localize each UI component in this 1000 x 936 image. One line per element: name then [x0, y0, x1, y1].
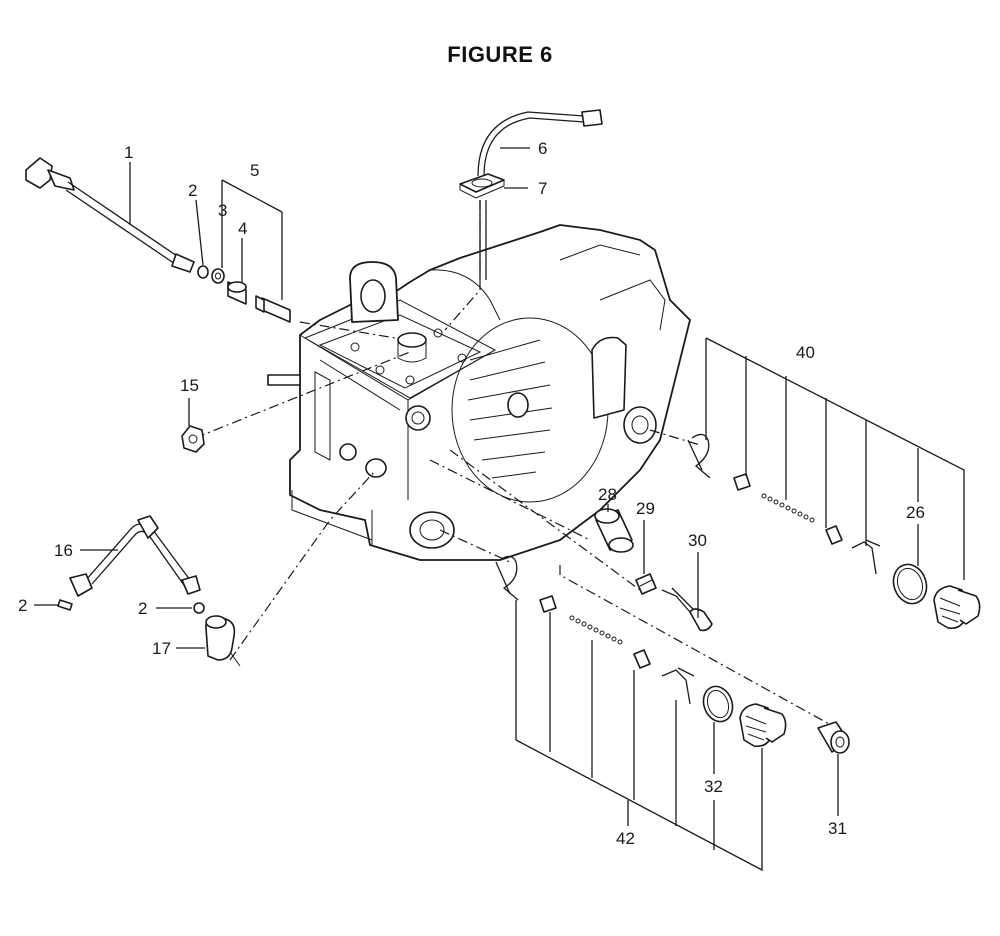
part-42-adjuster-group — [495, 555, 695, 705]
callout-15: 15 — [180, 376, 199, 395]
part-1-pickup-hose — [25, 157, 195, 273]
part-28-sleeve — [594, 508, 634, 553]
part-16-oil-line — [69, 515, 201, 597]
leader-lines — [34, 147, 965, 872]
part-40-plug — [933, 585, 981, 630]
callout-31: 31 — [828, 819, 847, 838]
part-3-washer — [211, 268, 225, 284]
part-26-o-ring — [892, 563, 928, 605]
part-6-fuel-line — [477, 109, 603, 280]
callout-30: 30 — [688, 531, 707, 550]
callout-3: 3 — [218, 201, 227, 220]
part-2-seal-left — [57, 599, 73, 611]
part-32-o-ring — [702, 685, 734, 723]
callout-5: 5 — [250, 161, 259, 180]
callout-17: 17 — [152, 639, 171, 658]
callout-4: 4 — [238, 219, 247, 238]
crankcase-body — [267, 224, 691, 561]
callout-1: 1 — [124, 143, 133, 162]
part-2-washer — [197, 265, 209, 279]
balls-lower — [569, 615, 623, 645]
callout-26: 26 — [906, 503, 925, 522]
part-15-nut — [181, 425, 205, 453]
callout-2-top: 2 — [188, 181, 197, 200]
callout-labels: 1 2 3 4 5 6 7 15 16 2 2 17 28 29 30 40 2… — [18, 139, 925, 848]
part-31-fitting — [817, 721, 850, 754]
callout-2-right: 2 — [138, 599, 147, 618]
callout-29: 29 — [636, 499, 655, 518]
callout-40: 40 — [796, 343, 815, 362]
part-5-fitting — [255, 295, 291, 323]
part-29-spring — [635, 573, 657, 595]
figure-title: FIGURE 6 — [447, 42, 553, 67]
callout-16: 16 — [54, 541, 73, 560]
callout-42: 42 — [616, 829, 635, 848]
part-42-plug — [739, 703, 787, 748]
callout-32: 32 — [704, 777, 723, 796]
balls-upper — [761, 493, 815, 523]
part-7-grommet — [459, 173, 505, 199]
callout-7: 7 — [538, 179, 547, 198]
part-30-pin — [661, 587, 713, 632]
part-4-bushing — [227, 281, 247, 305]
callout-2-left: 2 — [18, 596, 27, 615]
callout-28: 28 — [598, 485, 617, 504]
callout-6: 6 — [538, 139, 547, 158]
part-40-adjuster-group — [687, 433, 881, 575]
part-2-seal-right — [193, 602, 205, 614]
part-17-filter — [205, 615, 241, 667]
